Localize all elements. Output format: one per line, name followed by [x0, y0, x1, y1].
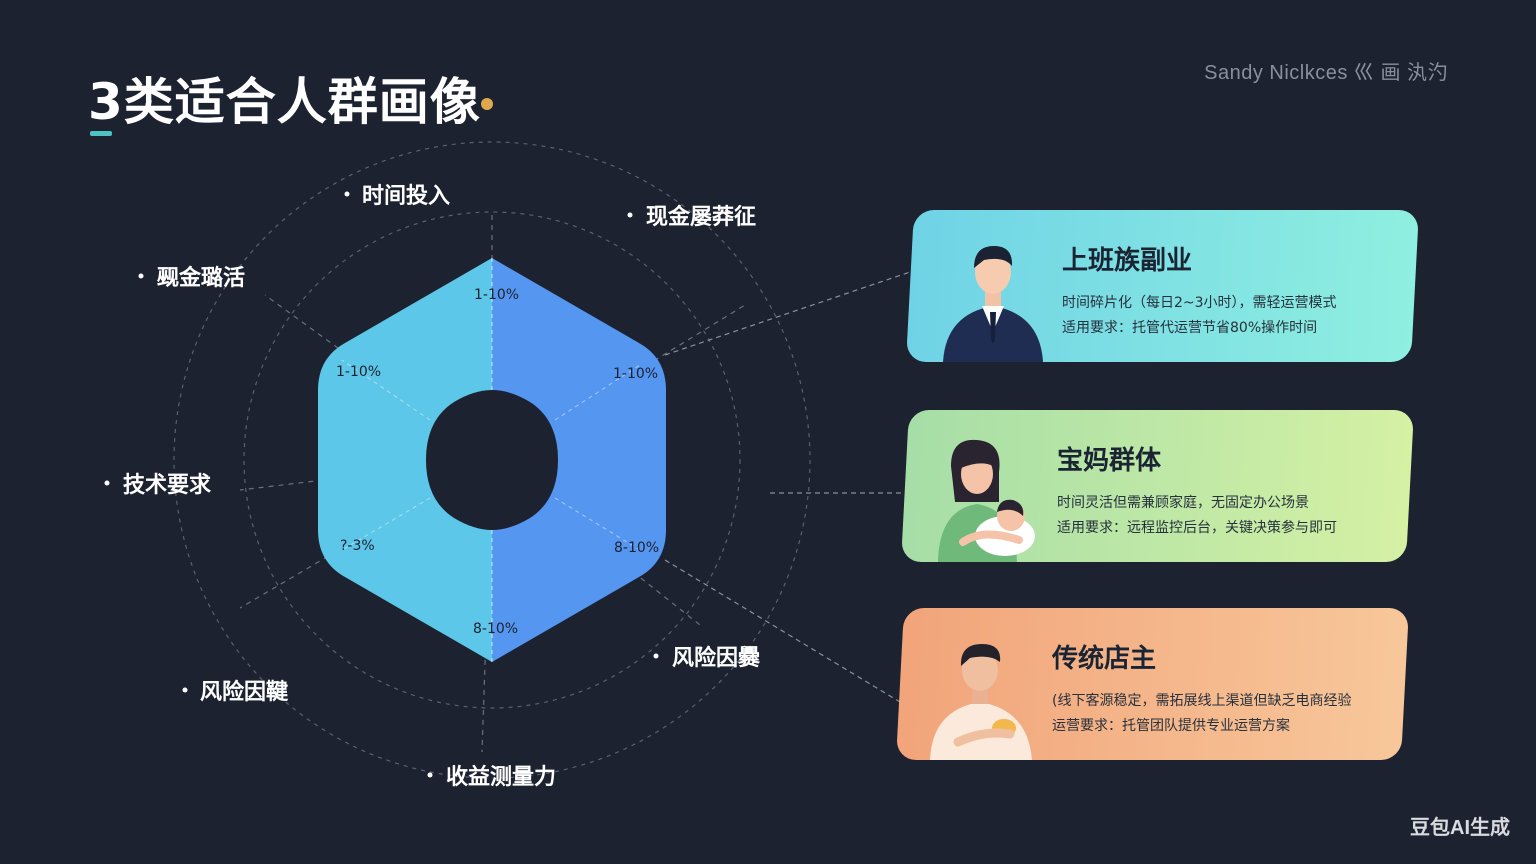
persona-desc-2: 适用要求：托管代运营节省80%操作时间: [1062, 320, 1318, 336]
dimension-tech: 技术要求: [123, 473, 211, 498]
bullet-dot: [627, 212, 633, 218]
page-title: 3类适合人群画像: [88, 73, 481, 131]
inner-spoke: [554, 497, 641, 551]
persona-desc-1: 时间灵活但需兼顾家庭，无固定办公场景: [1057, 495, 1309, 511]
dimension-risk-left: 风险因鞬: [200, 679, 289, 705]
inner-spoke: [341, 359, 431, 421]
hexagon-inner-spokes: [341, 359, 641, 551]
radar-rings: [173, 141, 811, 779]
author-watermark: Sandy Niclkces 巛 画 汍汋: [1204, 62, 1448, 84]
spoke-line: [239, 459, 493, 609]
persona-card-shopkeeper[interactable]: 传统店主 (线下客源稳定，需拓展线上渠道但缺乏电商经验 运营要求：托管团队提供专…: [896, 608, 1409, 760]
hexagon-left-half: [318, 258, 492, 662]
radar-ring-outer: [173, 141, 811, 779]
bullet-dot: [104, 480, 110, 486]
connector-line-1: [664, 271, 911, 356]
persona-desc-2: 适用要求：远程监控后台，关键决策参与即可: [1057, 520, 1337, 536]
segment-label-lower-left: ?-3%: [340, 538, 375, 554]
bullet-dot: [344, 191, 350, 197]
dimension-cash: 现金屡莽征: [646, 204, 756, 230]
segment-label-top: 1-10%: [474, 287, 519, 303]
inner-spoke: [341, 497, 431, 551]
segment-label-upper-left: 1-10%: [336, 364, 381, 380]
persona-title: 传统店主: [1052, 644, 1157, 674]
persona-card-office-worker[interactable]: 上班族副业 时间碎片化（每日2~3小时），需轻运营模式 适用要求：托管代运营节省…: [906, 210, 1419, 362]
title-underline: [90, 131, 112, 136]
bullet-dot: [653, 653, 659, 659]
bullet-dot: [427, 772, 433, 778]
segment-label-upper-right: 1-10%: [613, 366, 658, 382]
bullet-dot: [138, 273, 144, 279]
segment-label-lower-right: 8-10%: [614, 540, 659, 556]
persona-card-mother[interactable]: 宝妈群体 时间灵活但需兼顾家庭，无固定办公场景 适用要求：远程监控后台，关键决策…: [901, 410, 1414, 562]
dimension-income: 收益测量力: [446, 764, 556, 790]
radar-ring-middle: [243, 211, 741, 709]
persona-title: 上班族副业: [1062, 246, 1193, 276]
businessman-icon: [943, 246, 1043, 362]
inner-spoke: [554, 364, 641, 421]
shopkeeper-icon: [930, 644, 1032, 760]
hexagon-right-half: [492, 258, 666, 662]
dimension-time: 时间投入: [362, 184, 450, 209]
ai-watermark: 豆包AI生成: [1410, 817, 1510, 839]
title-accent-dot: [481, 98, 493, 110]
mother-baby-icon: [938, 439, 1035, 562]
card-connectors: [664, 271, 911, 703]
hexagon-center-hole: [426, 390, 558, 530]
spoke-line: [481, 459, 493, 753]
connector-line-3: [664, 559, 901, 703]
persona-desc-1: (线下客源稳定，需拓展线上渠道但缺乏电商经验: [1052, 693, 1352, 709]
dimension-cash-flex: 觋金璐活: [157, 265, 245, 291]
dimension-labels: 时间投入 现金屡莽征 风险因爨 收益测量力 风险因鞬 技术要求 觋金璐活: [104, 184, 761, 790]
dimension-risk-right: 风险因爨: [672, 645, 761, 671]
persona-title: 宝妈群体: [1057, 446, 1162, 476]
persona-desc-2: 运营要求：托管团队提供专业运营方案: [1052, 718, 1290, 734]
bullet-dot: [182, 687, 188, 693]
segment-label-bottom: 8-10%: [473, 621, 518, 637]
persona-desc-1: 时间碎片化（每日2~3小时），需轻运营模式: [1062, 295, 1337, 311]
